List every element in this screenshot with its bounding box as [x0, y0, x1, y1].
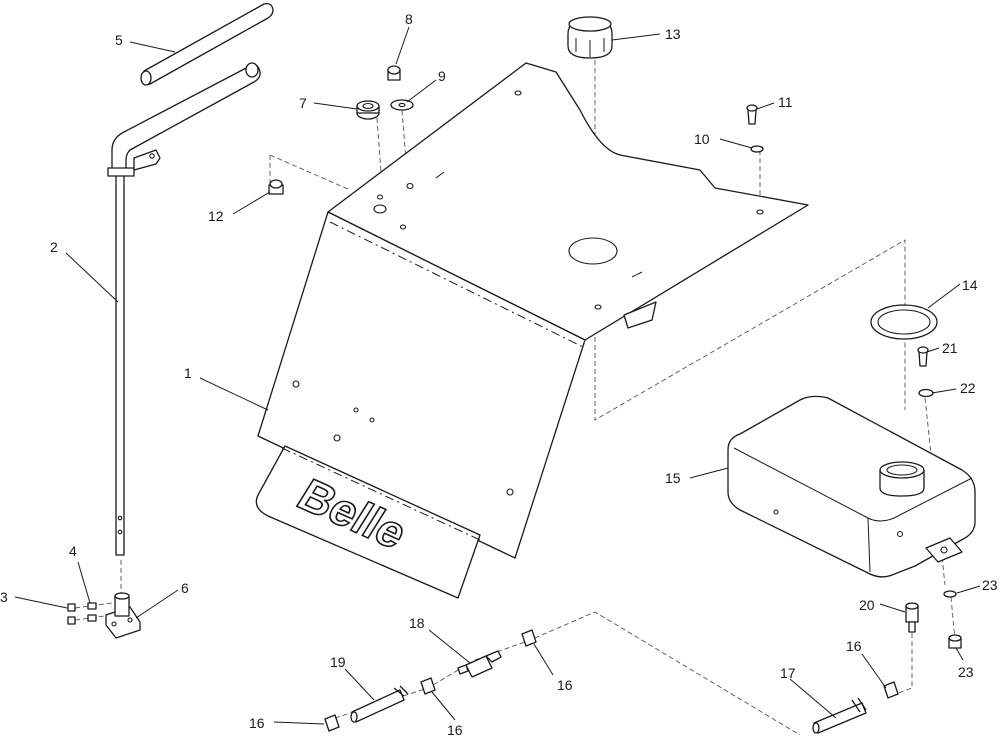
callout-label: 22: [960, 380, 976, 396]
callout-label: 9: [438, 68, 446, 84]
base-bracket: [105, 592, 141, 639]
grip-tube: [140, 2, 274, 86]
hose-clips: [324, 629, 899, 732]
main-cover: Belle: [255, 62, 809, 599]
callout-label: 15: [665, 470, 681, 486]
outlet-fitting: [905, 602, 919, 633]
callout-label: 8: [405, 11, 413, 27]
fuel-cap: [567, 16, 613, 59]
callout-label: 3: [0, 589, 8, 605]
callout-label: 19: [330, 654, 346, 670]
callout-label: 16: [846, 638, 862, 654]
callout-label: 2: [50, 239, 58, 255]
grommet-nut-washer: [356, 65, 414, 120]
fuel-filter: [457, 650, 502, 678]
fuel-tank: [727, 395, 976, 578]
callout-label: 17: [780, 665, 796, 681]
callout-label: 10: [694, 131, 710, 147]
callout-label: 16: [249, 715, 265, 731]
callout-label: 5: [115, 32, 123, 48]
fuel-hose-short: [350, 685, 409, 723]
callout-labels: 1 2 3 4 5 6 7 8 9 10 11 12 13 14 15 16 1…: [0, 11, 998, 738]
screw-and-washer-top: [746, 104, 764, 153]
callout-label: 16: [557, 677, 573, 693]
callout-label: 6: [181, 580, 189, 596]
callout-label: 18: [409, 615, 425, 631]
bolts-and-nuts: [67, 602, 97, 625]
callout-label: 4: [69, 543, 77, 559]
handle-tube: [107, 62, 261, 556]
washer-and-nut: [943, 590, 962, 649]
callout-label: 23: [982, 577, 998, 593]
fuel-hose-long: [812, 697, 867, 734]
callout-label: 23: [958, 664, 974, 680]
callout-leaders: [14, 26, 981, 725]
callout-label: 20: [859, 597, 875, 613]
callout-label: 21: [942, 340, 958, 356]
callout-label: 14: [962, 277, 978, 293]
callout-label: 16: [447, 722, 463, 738]
callout-label: 11: [778, 94, 793, 110]
callout-label: 13: [665, 26, 681, 42]
callout-label: 1: [184, 365, 192, 381]
side-bolt: [268, 179, 284, 195]
seal-ring: [870, 304, 938, 340]
callout-label: 12: [208, 208, 224, 224]
callout-label: 7: [299, 95, 307, 111]
screw-and-washer-tank: [917, 346, 934, 398]
